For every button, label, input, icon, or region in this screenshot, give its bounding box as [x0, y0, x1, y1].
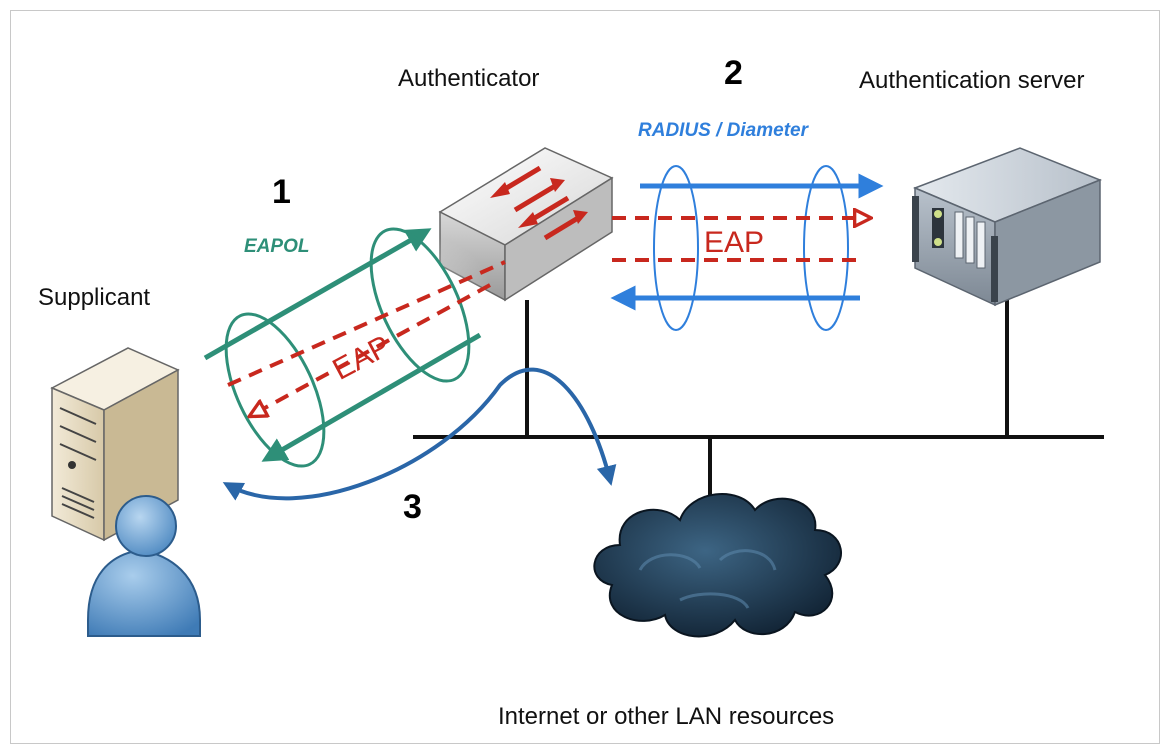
radius-tunnel [610, 165, 884, 331]
internet-label: Internet or other LAN resources [498, 703, 834, 730]
step-3-label: 3 [403, 488, 422, 526]
diagram-frame [10, 10, 1160, 744]
supplicant-label: Supplicant [38, 284, 150, 311]
radius-diameter-label: RADIUS / Diameter [638, 120, 810, 141]
step-1-label: 1 [272, 173, 291, 211]
auth-server-label: Authentication server [859, 67, 1084, 94]
eap-label-right: EAP [704, 226, 764, 259]
cloud-icon [593, 493, 842, 638]
server-icon [912, 147, 1103, 307]
tower-pc-icon [50, 347, 180, 542]
step-2-label: 2 [724, 54, 743, 92]
eapol-label: EAPOL [244, 236, 309, 257]
authenticator-label: Authenticator [398, 65, 539, 92]
lan-bus [413, 300, 1104, 505]
lan-access-arrow [222, 367, 617, 501]
user-icon [87, 495, 201, 637]
